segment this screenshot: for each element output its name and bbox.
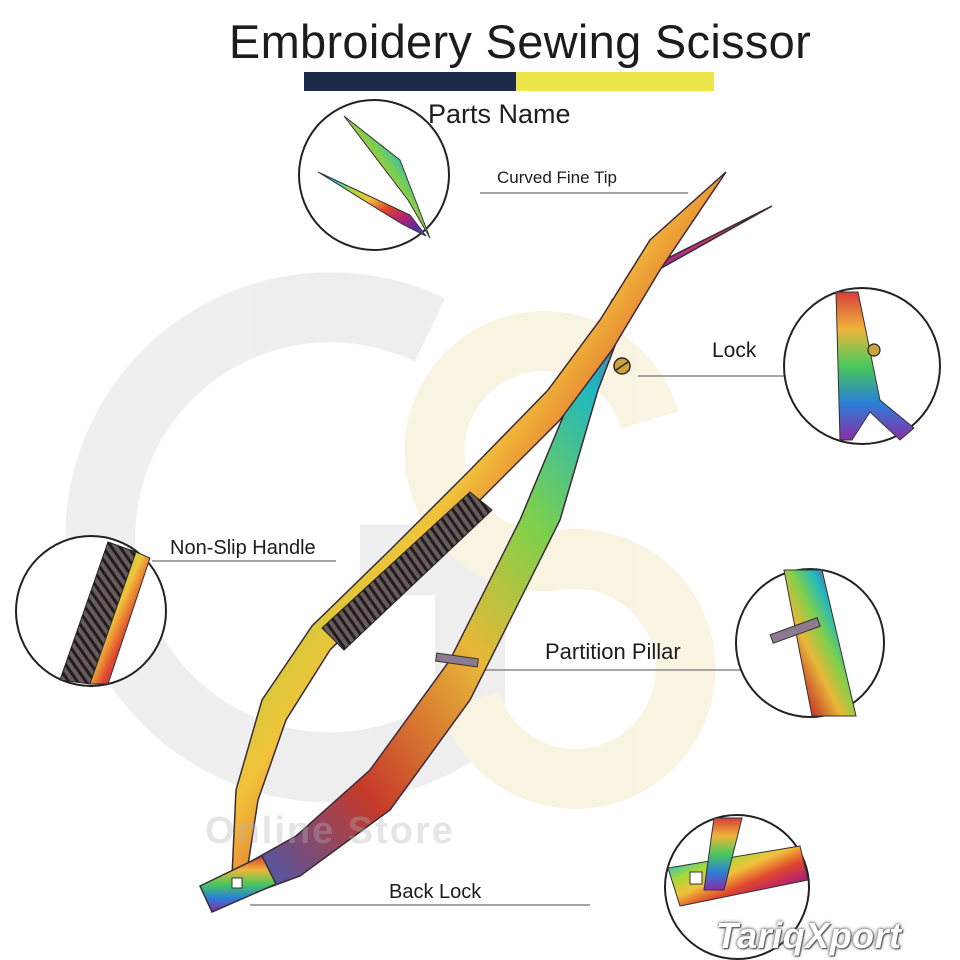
watermark-logo: TariqXport [716, 915, 902, 956]
partition-pillar [435, 652, 479, 668]
label-curved-fine-tip: Curved Fine Tip [497, 168, 617, 187]
scissor-illustration [199, 171, 773, 913]
non-slip-grip [321, 491, 493, 651]
zoom-lock [783, 287, 941, 445]
accent-bar-yellow [516, 72, 714, 91]
label-back-lock: Back Lock [389, 881, 482, 903]
parts-name-heading: Parts Name [428, 99, 571, 129]
label-lock: Lock [712, 339, 757, 362]
accent-bar-navy [304, 72, 516, 91]
leader-lines [152, 192, 790, 906]
zoom-pillar [735, 568, 885, 718]
page-title: Embroidery Sewing Scissor [228, 15, 812, 68]
zoom-curved-tip [298, 99, 450, 251]
zoom-handle [15, 535, 167, 687]
label-non-slip-handle: Non-Slip Handle [170, 537, 316, 559]
zoom-back-lock [664, 814, 810, 960]
label-partition-pillar: Partition Pillar [545, 639, 681, 664]
background-brand-text: Online Store [205, 810, 455, 852]
